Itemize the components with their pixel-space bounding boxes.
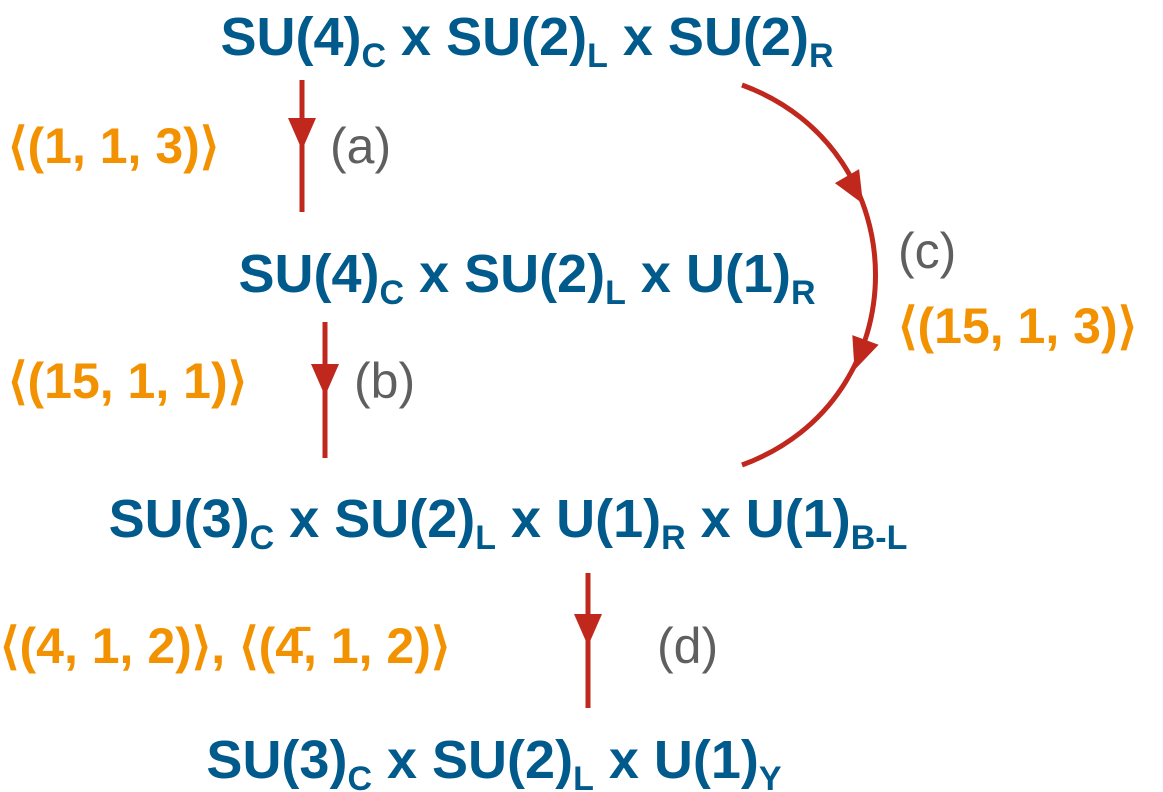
vev-label-b: ⟨(15, 1, 1)⟩: [8, 353, 247, 409]
step-label-b: (b): [354, 353, 415, 409]
group-intermediate-1: SU(4)C x SU(2)L x U(1)R: [238, 244, 815, 312]
arrow-d: [574, 573, 602, 708]
arrow-a: [288, 80, 316, 212]
step-label-d: (d): [657, 618, 718, 674]
group-intermediate-2: SU(3)C x SU(2)L x U(1)R x U(1)B-L: [109, 489, 908, 557]
step-label-c: (c): [898, 223, 956, 279]
arrow-b: [311, 322, 339, 458]
step-label-a: (a): [330, 118, 391, 174]
group-pati-salam: SU(4)C x SU(2)L x SU(2)R: [220, 7, 833, 75]
arrow-c-curved: [741, 82, 879, 468]
group-standard-model: SU(3)C x SU(2)L x U(1)Y: [206, 730, 781, 792]
vev-label-d: ⟨(4, 1, 2)⟩, ⟨(4̄, 1, 2)⟩: [0, 618, 450, 674]
vev-label-a: ⟨(1, 1, 3)⟩: [8, 118, 219, 174]
vev-label-c: ⟨(15, 1, 3)⟩: [898, 298, 1137, 354]
